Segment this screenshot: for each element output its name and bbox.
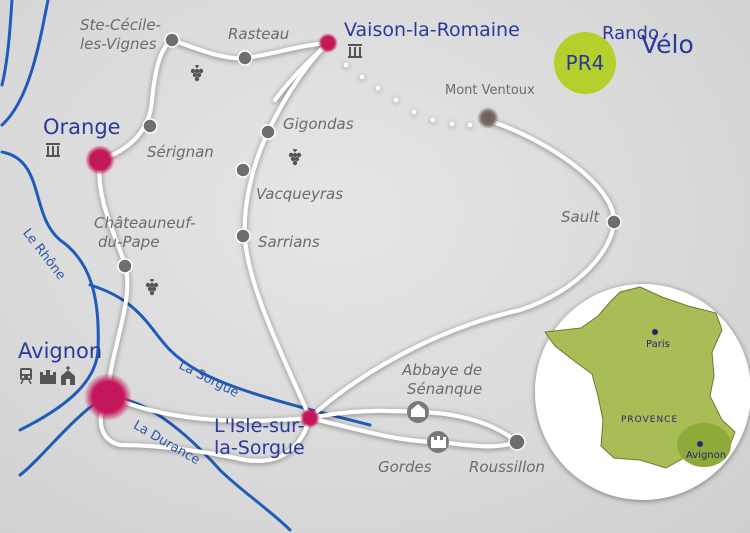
- waypoint-roussillon: [508, 433, 526, 451]
- route-orange-avignon: [97, 158, 130, 397]
- city-label-orange: Orange: [43, 115, 121, 139]
- avignon-dot: [697, 441, 703, 447]
- roman-temple-icon-orange: [46, 143, 60, 157]
- place-label-abbaye-2: Sénanque: [407, 380, 483, 398]
- church-icon: [61, 366, 75, 385]
- city-marker-orange: [85, 145, 115, 175]
- place-label-roussillon: Roussillon: [469, 458, 545, 476]
- wine-grapes-icon: [190, 65, 204, 82]
- city-label-avignon: Avignon: [18, 339, 103, 363]
- abbey-icon: [411, 404, 425, 417]
- wine-grapes-icon-chateauneuf: [145, 279, 159, 296]
- france-shape: [544, 286, 736, 469]
- place-label-chateauneuf-2: du-Pape: [98, 233, 160, 251]
- brand-word-velo: Vélo: [641, 30, 694, 59]
- place-label-ste-cecile-1: Ste-Cécile-: [80, 16, 161, 34]
- place-label-abbaye-1: Abbaye de: [402, 361, 483, 379]
- waypoint-chateauneuf: [117, 258, 133, 274]
- route-code-badge: PR4: [554, 32, 616, 94]
- route-vaison-isle: [242, 41, 330, 420]
- place-label-rasteau: Rasteau: [228, 25, 290, 43]
- place-label-mont-ventoux: Mont Ventoux: [445, 83, 535, 98]
- roman-temple-icon: [348, 44, 362, 58]
- route-code: PR4: [565, 51, 605, 75]
- place-label-chateauneuf-1: Châteauneuf-: [94, 214, 196, 232]
- france-inset: [535, 284, 750, 500]
- waypoint-rasteau: [237, 50, 253, 66]
- waypoints: [117, 32, 622, 451]
- city-marker-vaison: [318, 33, 338, 53]
- route-orange-rasteau: [98, 37, 330, 162]
- train-icon: [20, 368, 32, 385]
- inset-label-paris: Paris: [646, 339, 670, 350]
- castle-icon-loop: [431, 436, 446, 448]
- place-label-serignan: Sérignan: [147, 143, 214, 161]
- waypoint-ste-cecile: [164, 32, 180, 48]
- city-label-vaison: Vaison-la-Romaine: [344, 19, 520, 41]
- route-isle-sault: [308, 118, 617, 420]
- river-rhone-east: [0, 0, 50, 127]
- route-vaison-east: [273, 41, 330, 102]
- place-label-sarrians: Sarrians: [258, 233, 320, 251]
- castle-icon: [40, 370, 56, 384]
- place-label-gigondas: Gigondas: [283, 115, 354, 133]
- paris-dot: [652, 329, 658, 335]
- waypoint-sarrians: [235, 228, 251, 244]
- place-label-sault: Sault: [561, 208, 600, 226]
- inset-label-provence: PROVENCE: [621, 415, 679, 425]
- city-label-isle-2: la-Sorgue: [214, 437, 305, 459]
- river-rhone-west: [0, 150, 100, 432]
- waypoint-sault: [606, 214, 622, 230]
- brand-word-rando: Rando: [602, 23, 659, 44]
- waypoint-mont-ventoux: [477, 107, 499, 129]
- place-label-gordes: Gordes: [378, 458, 432, 476]
- waypoint-vacqueyras: [235, 162, 251, 178]
- waypoint-gigondas: [260, 124, 276, 140]
- wine-grapes-icon-gigondas: [288, 149, 302, 166]
- city-marker-avignon: [84, 373, 132, 421]
- provence-region: [677, 423, 731, 467]
- route-avignon-south: [98, 393, 312, 463]
- city-label-isle-1: L'Isle-sur-: [214, 415, 305, 437]
- route-isle-senanque: [308, 408, 417, 420]
- city-marker-isle: [300, 408, 320, 428]
- river-rhone-east2: [0, 0, 14, 87]
- place-label-vacqueyras: Vacqueyras: [256, 185, 344, 203]
- place-label-ste-cecile-2: les-Vignes: [80, 35, 157, 53]
- inset-label-avignon: Avignon: [686, 450, 727, 461]
- river-sorgue: [88, 283, 372, 427]
- waypoint-serignan: [142, 118, 158, 134]
- ventoux-dotted-path: [343, 62, 473, 128]
